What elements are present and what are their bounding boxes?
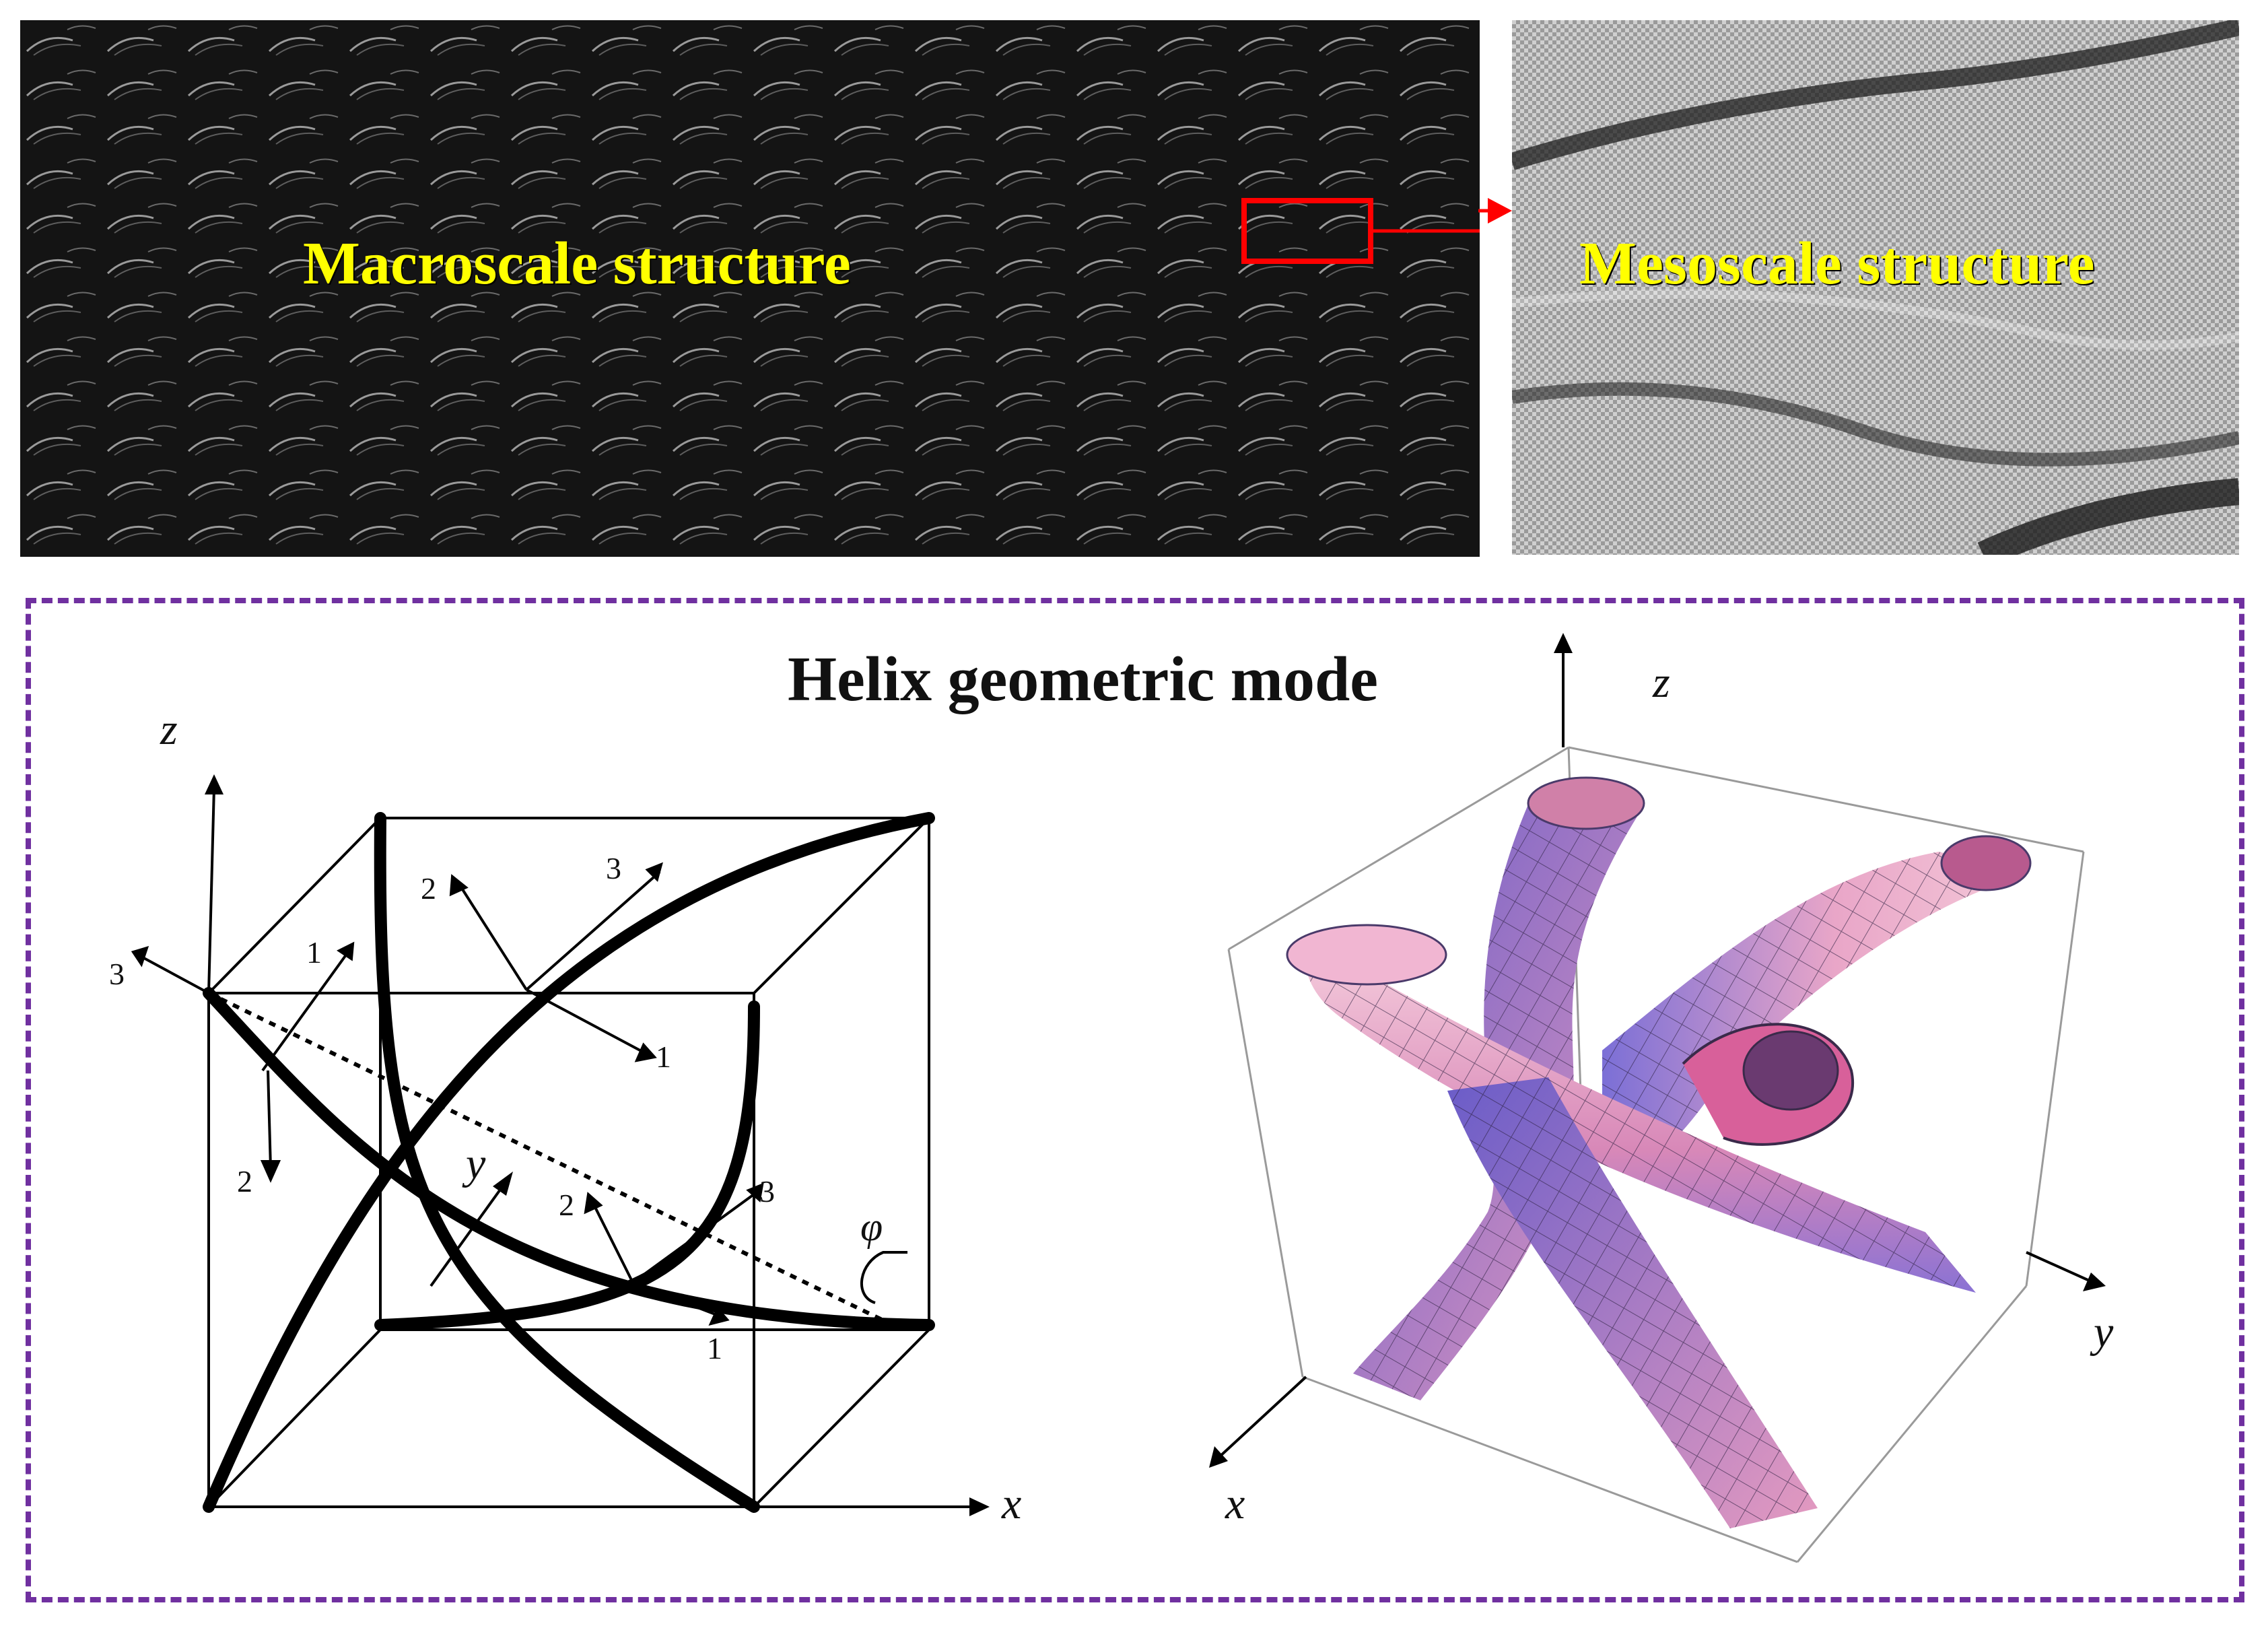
right-x-label: x — [1225, 1479, 1245, 1528]
dir-label-1c: 1 — [707, 1331, 722, 1365]
dir-label-2a: 2 — [237, 1164, 252, 1198]
helix-title: Helix geometric mode — [788, 644, 1378, 714]
unit-cube — [207, 817, 930, 1508]
angle-arc — [860, 1251, 907, 1304]
zoom-arrow-head — [1478, 198, 1512, 224]
macroscale-texture — [20, 20, 1480, 557]
dotted-diagonal — [207, 991, 883, 1322]
left-z-label: z — [160, 705, 178, 754]
dir-label-1a: 1 — [306, 935, 322, 970]
angle-label: φ — [860, 1205, 883, 1249]
mesoscale-texture — [1512, 20, 2239, 555]
dir-label-1b: 1 — [656, 1040, 671, 1074]
tube-axes — [1209, 633, 2106, 1468]
direction-arrows — [131, 862, 764, 1326]
dir-label-2c: 2 — [559, 1188, 574, 1222]
dir-label-2b: 2 — [421, 871, 436, 906]
dir-label-3c: 3 — [759, 1174, 775, 1209]
macroscale-label: Macroscale structure — [303, 230, 851, 297]
right-y-label: y — [2090, 1308, 2114, 1357]
helix-tubes — [1286, 776, 2032, 1528]
y-axis-arrow — [429, 1184, 505, 1287]
dir-label-3b: 3 — [606, 851, 621, 885]
right-z-label: z — [1652, 658, 1670, 707]
left-x-label: x — [1001, 1479, 1021, 1528]
left-y-label: y — [462, 1139, 486, 1188]
dir-label-3a: 3 — [109, 957, 125, 991]
mesoscale-label: Mesoscale structure — [1579, 230, 2095, 297]
helix-curves — [203, 812, 935, 1513]
z-axis — [207, 787, 215, 994]
macroscale-photo: Macroscale structure — [20, 20, 1480, 557]
mesoscale-photo: Mesoscale structure — [1512, 20, 2239, 555]
bounding-box — [1227, 746, 2085, 1563]
helix-model-frame — [26, 598, 2244, 1602]
